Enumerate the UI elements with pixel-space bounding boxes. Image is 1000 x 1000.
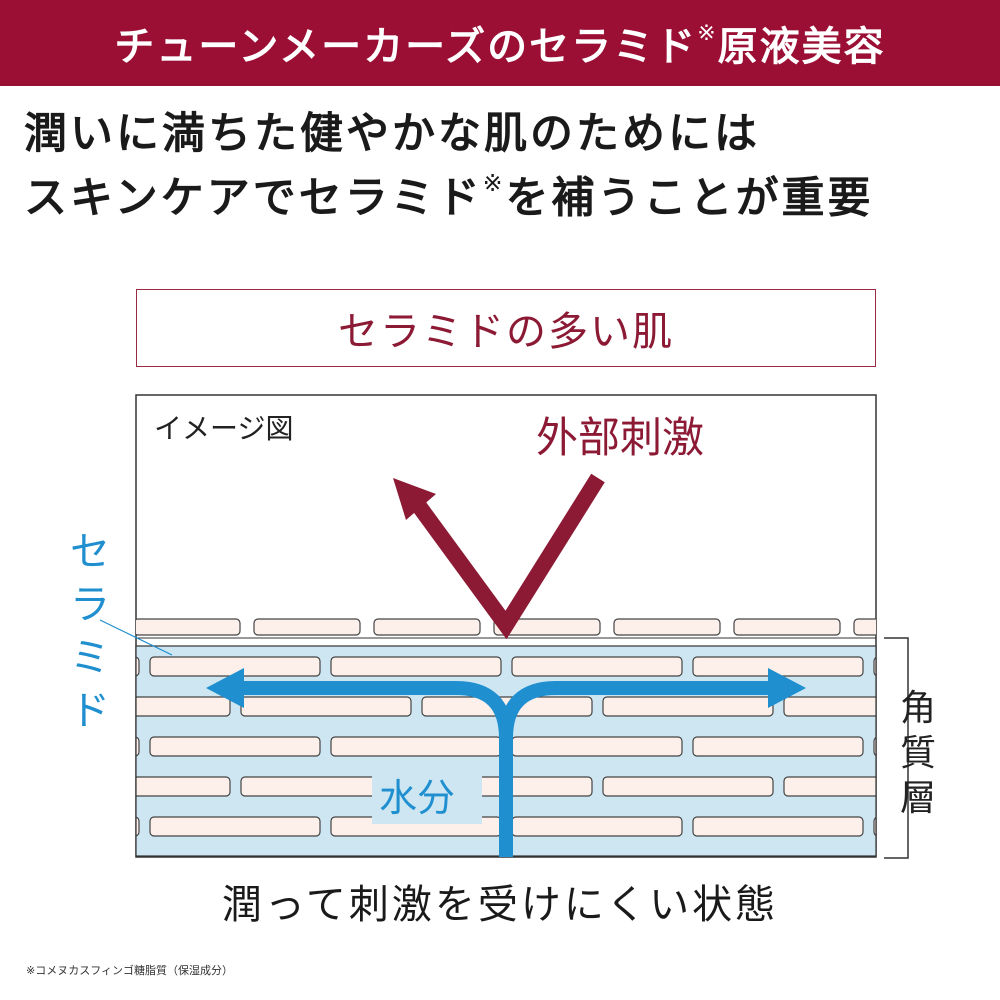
skin-cell	[783, 696, 876, 717]
headline-note-mark: ※	[482, 169, 506, 197]
skin-cell	[783, 776, 876, 797]
skin-cell	[330, 736, 502, 757]
skin-cell	[136, 618, 241, 636]
skin-cell	[136, 776, 231, 797]
skin-cell	[511, 736, 683, 757]
ceramide-label-char: ラ	[70, 582, 110, 628]
banner-title: チューンメーカーズのセラミド※原液美容	[114, 14, 885, 72]
headline-line-2-text: スキンケアでセラミド	[24, 173, 483, 224]
water-label: 水分	[379, 776, 455, 820]
skin-cell	[602, 696, 774, 717]
water-arrowhead-left	[206, 668, 244, 708]
skin-cell	[493, 618, 601, 636]
stimulus-arrow-line	[409, 473, 605, 640]
skin-cell	[511, 656, 683, 677]
header-banner: チューンメーカーズのセラミド※原液美容	[0, 0, 1000, 86]
banner-note-mark: ※	[697, 21, 718, 47]
skin-cell	[692, 656, 864, 677]
skin-cell	[149, 816, 321, 837]
skin-cell	[330, 656, 502, 677]
skin-cell	[511, 816, 683, 837]
headline-line-2: スキンケアでセラミド※を補うことが重要	[24, 166, 984, 230]
skin-cell	[853, 618, 876, 636]
ceramide-label-char: ド	[70, 688, 110, 734]
skin-cell	[692, 736, 864, 757]
skin-cell	[136, 736, 140, 757]
skin-cell	[136, 656, 140, 677]
stratum-label-char: 角	[900, 688, 936, 729]
skin-cell	[602, 776, 774, 797]
skin-cell	[0, 777, 49, 796]
skin-cell	[0, 697, 49, 716]
stratum-label-char: 質	[900, 733, 936, 774]
skin-type-label: セラミドの多い肌	[338, 309, 674, 355]
skin-cell	[733, 618, 841, 636]
image-label: イメージ図	[154, 412, 293, 445]
skin-cell	[873, 816, 876, 837]
banner-title-text: チューンメーカーズのセラミド	[114, 23, 698, 70]
ceramide-label-char: ミ	[70, 635, 110, 681]
headline-line-1: 潤いに満ちた健やかな肌のためには	[24, 109, 760, 159]
skin-cell	[373, 618, 481, 636]
ceramide-label-char: セ	[70, 529, 110, 575]
stimulus-label: 外部刺激	[536, 413, 704, 462]
skin-cell	[253, 618, 361, 636]
skin-cell	[873, 736, 876, 757]
headline-line-2-suffix: を補うことが重要	[505, 173, 874, 224]
caption: 潤って刺激を受けにくい状態	[221, 882, 779, 928]
stratum-bracket	[884, 637, 909, 859]
skin-cell	[613, 618, 721, 636]
skin-cell	[149, 736, 321, 757]
water-arrow-right	[499, 681, 778, 739]
skin-cell	[136, 816, 140, 837]
stratum-label-char: 層	[900, 778, 936, 819]
skin-cell	[873, 656, 876, 677]
footnote: ※コメヌカスフィンゴ糖脂質（保湿成分）	[26, 964, 233, 977]
ceramide-leader-line	[99, 619, 173, 656]
skin-cell	[692, 816, 864, 837]
water-label-bg	[372, 768, 482, 824]
surface-cell-row	[136, 618, 876, 636]
water-arrowhead-right	[768, 668, 806, 708]
skin-cell	[136, 696, 231, 717]
stimulus-arrowhead	[393, 478, 436, 520]
skin-type-label-box: セラミドの多い肌	[136, 289, 876, 367]
skin-cell	[240, 696, 412, 717]
headline: 潤いに満ちた健やかな肌のためには スキンケアでセラミド※を補うことが重要	[24, 102, 984, 230]
banner-title-suffix: 原液美容	[717, 23, 886, 70]
